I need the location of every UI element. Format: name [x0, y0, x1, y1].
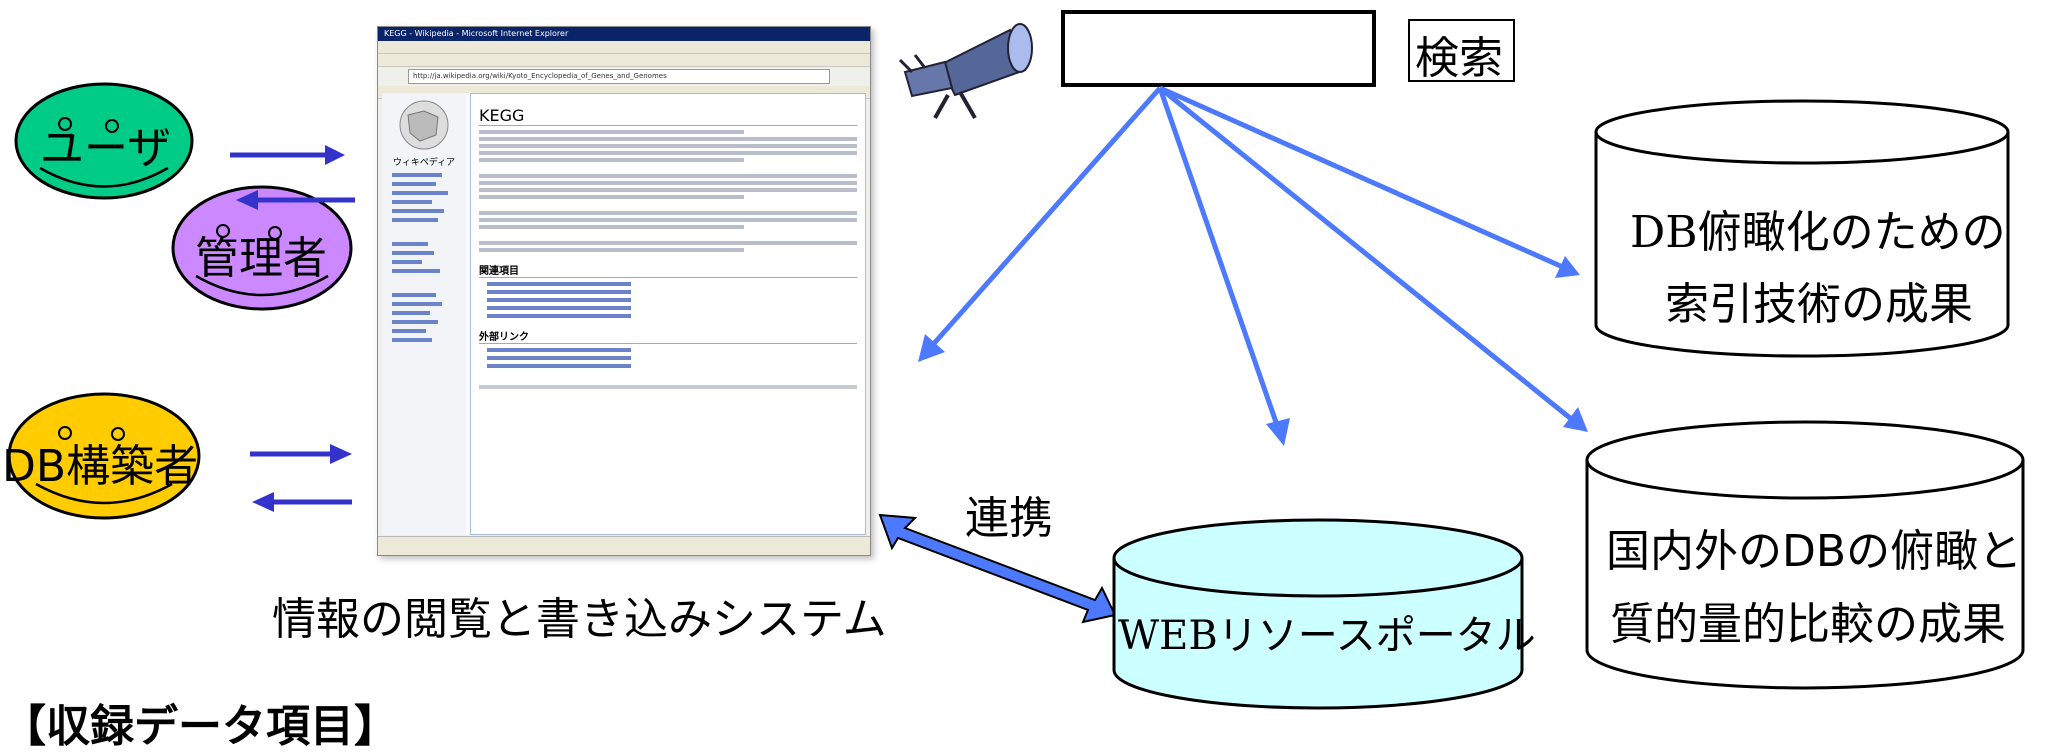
footer-partial-heading: 【収録データ項目】: [2, 701, 398, 752]
search-result-arrows: [918, 85, 1588, 446]
browser-address: http://ja.wikipedia.org/wiki/Kyoto_Encyc…: [408, 69, 830, 84]
wiki-site-name: ウィキペディア: [392, 158, 456, 168]
browser-title: KEGG - Wikipedia - Microsoft Internet Ex…: [378, 27, 870, 41]
db-index-tech-line1: DB俯瞰化のための: [1630, 207, 2006, 258]
search-input[interactable]: [1061, 10, 1376, 87]
browser-toolbar: [378, 54, 870, 67]
builder-exchange-arrows: [250, 444, 352, 512]
wiki-article: KEGG 関連項目 外部リンク: [470, 93, 866, 535]
browser-menubar: [378, 41, 870, 54]
telescope-icon: [898, 23, 1033, 119]
collaboration-label: 連携: [965, 493, 1053, 544]
browser-statusbar: [378, 536, 870, 555]
search-button-frame: [1408, 19, 1515, 82]
db-comparison-line1: 国内外のDBの俯瞰と: [1606, 526, 2023, 577]
user-exchange-arrows: [230, 145, 355, 210]
web-portal-cylinder: [1112, 518, 1524, 710]
builder-label: DB構築者: [2, 441, 199, 492]
wiki-page-heading: KEGG: [479, 106, 857, 126]
wiki-globe-icon: [399, 100, 449, 150]
browse-system-caption: 情報の閲覧と書き込みシステム: [272, 594, 887, 645]
db-comparison-line2: 質的量的比較の成果: [1610, 599, 2006, 650]
actor-icons: [7, 10, 2025, 710]
admin-actor: [171, 185, 353, 311]
wiki-sidebar: ウィキペディア: [382, 93, 466, 535]
web-portal-label: WEBリソースポータル: [1118, 613, 1536, 659]
wiki-related-heading: 関連項目: [479, 262, 857, 278]
db-index-tech-cylinder: [1594, 99, 2010, 358]
browser-content: ウィキペディア KEGG 関連項目 外部リンク: [382, 93, 866, 535]
search-button[interactable]: 検索: [1415, 33, 1503, 84]
builder-actor: [7, 392, 201, 520]
db-index-tech-line2: 索引技術の成果: [1665, 279, 1973, 330]
user-label: ユーザ: [40, 123, 172, 174]
db-comparison-cylinder: [1585, 420, 2025, 690]
wiki-browser-screenshot: KEGG - Wikipedia - Microsoft Internet Ex…: [377, 26, 871, 556]
wiki-external-heading: 外部リンク: [479, 328, 857, 344]
user-actor: [14, 82, 194, 200]
admin-label: 管理者: [195, 233, 327, 284]
